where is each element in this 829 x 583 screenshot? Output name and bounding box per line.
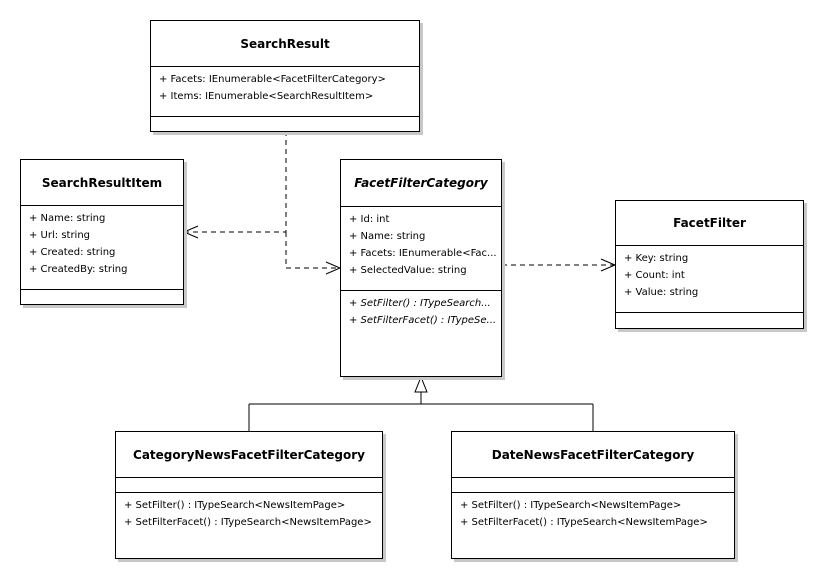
attribute: + Value: string — [624, 287, 699, 298]
attribute: + Url: string — [29, 230, 91, 241]
class-name: FacetFilter — [616, 201, 803, 246]
attribute: + Items: IEnumerable<SearchResultItem> — [159, 91, 374, 102]
operation: + SetFilterFacet() : ITypeSe... — [349, 315, 497, 326]
class-name: SearchResultItem — [21, 160, 183, 206]
attribute: + Name: string — [29, 213, 106, 224]
operations-compartment: + SetFilter() : ITypeSearch... + SetFilt… — [341, 291, 501, 376]
attributes-compartment: + Facets: IEnumerable<FacetFilterCategor… — [151, 67, 419, 117]
class-name: SearchResult — [151, 21, 419, 67]
operation: + SetFilter() : ITypeSearch<NewsItemPage… — [460, 500, 682, 511]
dependency-searchresult-to-searchresultitem — [184, 131, 287, 233]
attribute: + Created: string — [29, 247, 116, 258]
class-categorynewsfacetfiltercategory[interactable]: CategoryNewsFacetFilterCategory + SetFil… — [115, 431, 383, 559]
operation: + SetFilterFacet() : ITypeSearch<NewsIte… — [460, 517, 708, 528]
attribute: + CreatedBy: string — [29, 264, 128, 275]
attribute: + Key: string — [624, 253, 689, 264]
generalization-lines — [248, 392, 594, 431]
operations-compartment — [21, 290, 183, 304]
dependency-searchresult-to-facetfiltercategory — [285, 232, 340, 269]
class-name: FacetFilterCategory — [341, 160, 501, 207]
operations-compartment: + SetFilter() : ITypeSearch<NewsItemPage… — [116, 493, 382, 558]
attributes-compartment — [452, 478, 734, 493]
operations-compartment — [616, 313, 803, 328]
attribute: + SelectedValue: string — [349, 265, 467, 276]
attributes-compartment: + Id: int + Name: string + Facets: IEnum… — [341, 207, 501, 291]
open-arrowhead-searchresultitem — [182, 225, 199, 239]
operation: + SetFilter() : ITypeSearch... — [349, 298, 491, 309]
operations-compartment: + SetFilter() : ITypeSearch<NewsItemPage… — [452, 493, 734, 558]
operations-compartment — [151, 117, 419, 131]
attributes-compartment: + Name: string + Url: string + Created: … — [21, 206, 183, 290]
class-datenewsfacetfiltercategory[interactable]: DateNewsFacetFilterCategory + SetFilter(… — [451, 431, 735, 559]
class-facetfilter[interactable]: FacetFilter + Key: string + Count: int +… — [615, 200, 804, 329]
generalization-triangle — [414, 375, 428, 393]
attribute: + Count: int — [624, 270, 685, 281]
class-facetfiltercategory[interactable]: FacetFilterCategory + Id: int + Name: st… — [340, 159, 502, 377]
attribute: + Facets: IEnumerable<Fac... — [349, 248, 497, 259]
attributes-compartment: + Key: string + Count: int + Value: stri… — [616, 246, 803, 313]
operation: + SetFilterFacet() : ITypeSearch<NewsIte… — [124, 517, 372, 528]
class-name: CategoryNewsFacetFilterCategory — [116, 432, 382, 478]
class-searchresult[interactable]: SearchResult + Facets: IEnumerable<Facet… — [150, 20, 420, 132]
attribute: + Id: int — [349, 214, 390, 225]
class-name: DateNewsFacetFilterCategory — [452, 432, 734, 478]
attributes-compartment — [116, 478, 382, 493]
class-searchresultitem[interactable]: SearchResultItem + Name: string + Url: s… — [20, 159, 184, 305]
attribute: + Facets: IEnumerable<FacetFilterCategor… — [159, 74, 386, 85]
attribute: + Name: string — [349, 231, 426, 242]
operation: + SetFilter() : ITypeSearch<NewsItemPage… — [124, 500, 346, 511]
